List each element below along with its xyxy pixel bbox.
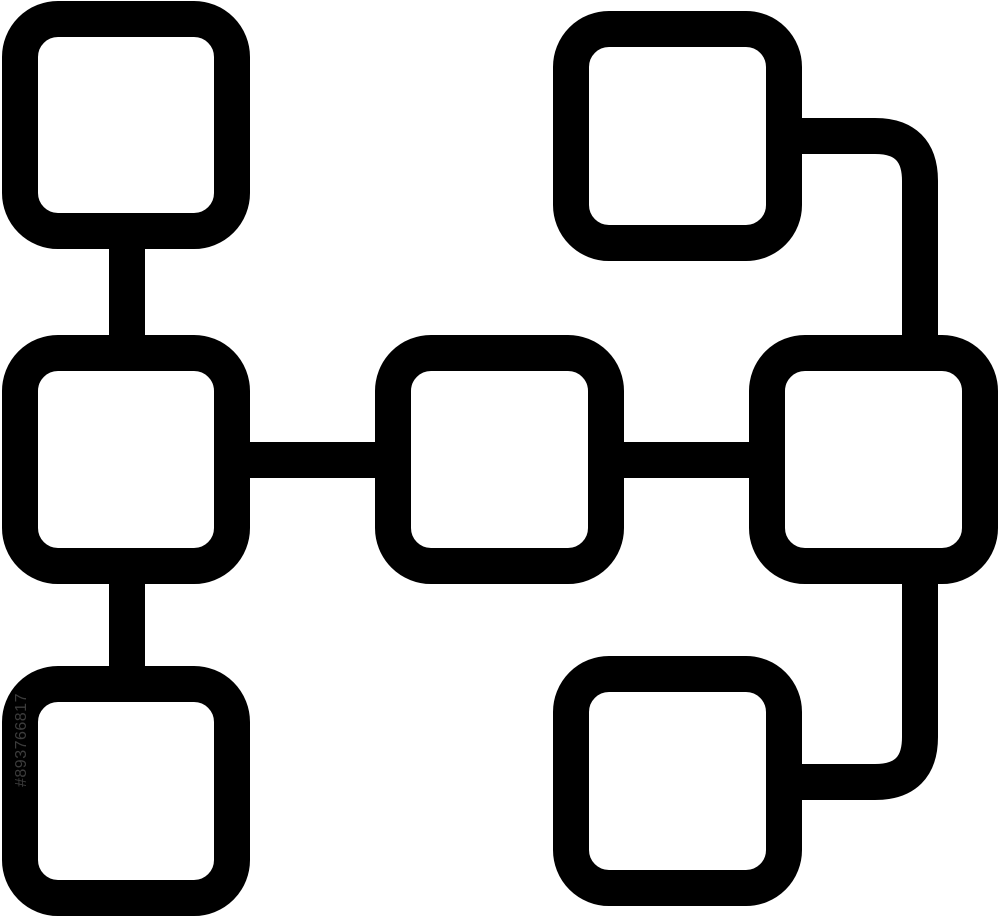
connector-top-right-to-right-hub <box>782 118 938 355</box>
node-bottom-left <box>2 666 250 916</box>
watermark-id-text: #893766817 <box>13 693 30 787</box>
node-top-left <box>2 1 250 249</box>
node-bottom-right <box>553 656 802 906</box>
node-middle-left <box>2 335 250 584</box>
connector-right-hub-to-bottom-right <box>782 567 938 800</box>
node-center <box>375 335 624 584</box>
node-right-hub <box>749 335 998 584</box>
node-top-right <box>553 11 802 261</box>
